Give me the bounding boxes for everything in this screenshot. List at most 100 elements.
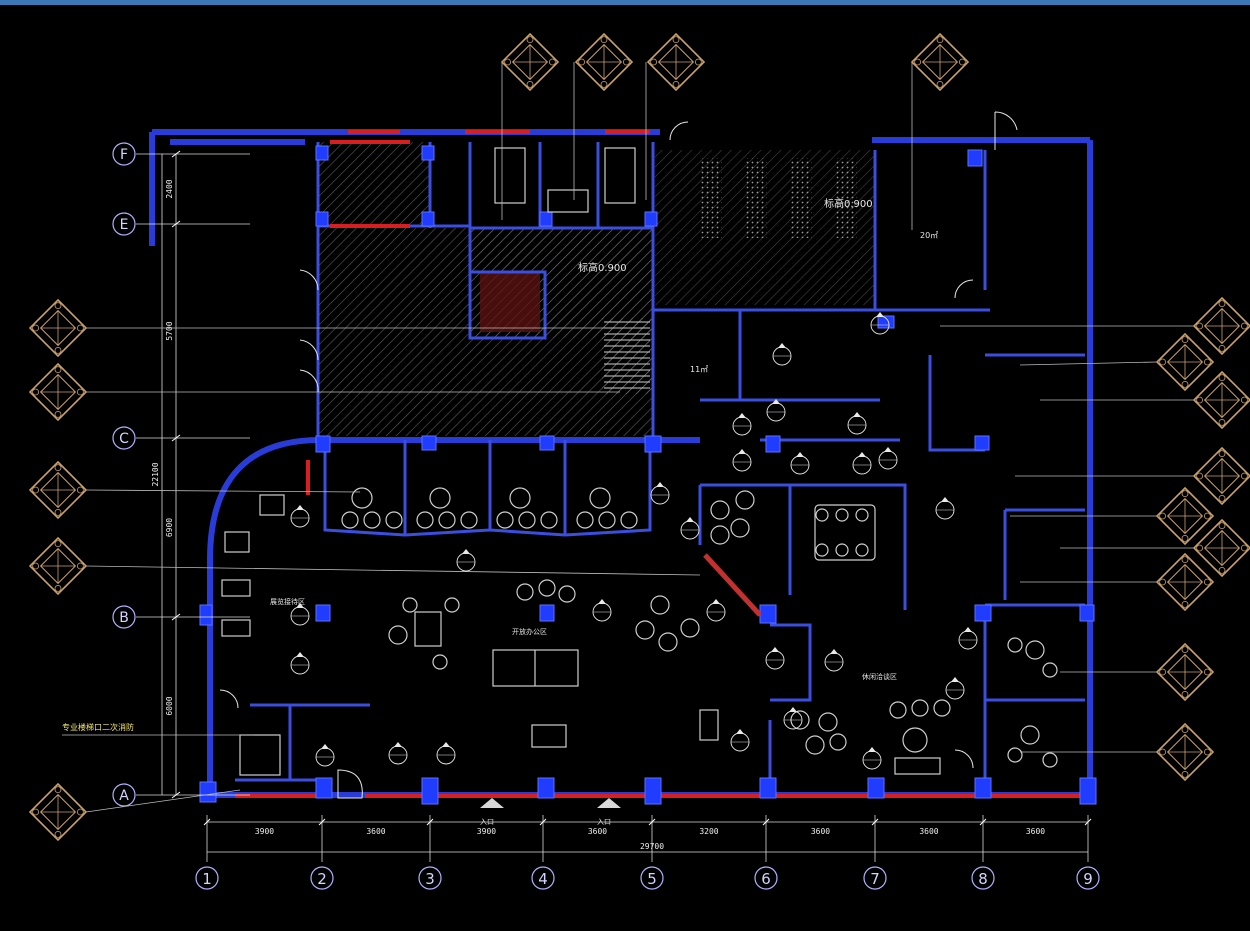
grid-bubble-col-9: 9 <box>1076 866 1100 890</box>
structural-columns <box>199 145 1097 805</box>
grid-bubble-row-F: F <box>112 142 136 166</box>
grid-label: A <box>119 788 129 804</box>
grid-label: 1 <box>202 870 212 888</box>
grid-label: 4 <box>538 870 548 888</box>
grid-bubble-col-6: 6 <box>754 866 778 890</box>
dimension-span: 6900 <box>165 518 174 537</box>
dimension-span: 5700 <box>165 321 174 340</box>
section-marker-icon <box>730 729 750 752</box>
room-area-label: 20㎡ <box>920 231 938 240</box>
interior-walls <box>235 142 1085 782</box>
grid-bubble-col-8: 8 <box>971 866 995 890</box>
section-marker-icon <box>824 649 844 672</box>
grid-bubble-row-C: C <box>112 426 136 450</box>
elevation-tag-icon <box>500 32 560 92</box>
section-marker-icon <box>766 399 786 422</box>
section-marker-icon <box>847 412 867 435</box>
grid-label: 7 <box>870 870 880 888</box>
section-marker-icon <box>790 452 810 475</box>
section-marker-icon <box>935 497 955 520</box>
elevation-tag-icon <box>1155 486 1215 546</box>
section-marker-icon <box>945 677 965 700</box>
windows <box>235 130 1085 798</box>
room-area-label-2: 11㎡ <box>690 365 708 374</box>
dimension-span: 3600 <box>588 827 607 836</box>
elevation-tag-icon <box>28 782 88 842</box>
office-area-label: 开放办公区 <box>512 627 547 636</box>
section-marker-icon <box>732 413 752 436</box>
section-marker-icon <box>765 647 785 670</box>
elevation-tag-icon <box>1192 518 1250 578</box>
section-marker-icon <box>732 449 752 472</box>
section-marker-icon <box>290 652 310 675</box>
dimension-span: 3900 <box>477 827 496 836</box>
section-marker-icon <box>958 627 978 650</box>
section-marker-icon <box>592 599 612 622</box>
elevation-tag-icon <box>1155 722 1215 782</box>
left-note: 专业楼梯口二次消防 <box>62 722 134 732</box>
hatched-zones <box>318 142 875 436</box>
grid-bubble-col-3: 3 <box>418 866 442 890</box>
lounge-label: 休闲洽谈区 <box>862 672 897 681</box>
section-marker-icon <box>878 447 898 470</box>
elevation-tag-icon <box>1192 296 1250 356</box>
section-marker-icon <box>862 747 882 770</box>
grid-bubble-col-1: 1 <box>195 866 219 890</box>
grid-bubble-row-A: A <box>112 783 136 807</box>
dimension-total: 22100 <box>151 462 160 486</box>
section-marker-icon <box>650 482 670 505</box>
grid-bubble-row-E: E <box>112 212 136 236</box>
elevation-tag-icon <box>1155 552 1215 612</box>
elevation-label-1: 标高0.900 <box>824 197 873 210</box>
reception-label: 展览接待区 <box>270 597 305 606</box>
grid-label: 3 <box>425 870 435 888</box>
doors <box>219 111 1018 799</box>
dimension-span: 3600 <box>1026 827 1045 836</box>
section-marker-icon <box>772 343 792 366</box>
grid-label: E <box>120 217 129 233</box>
section-marker-icon <box>706 599 726 622</box>
grid-label: B <box>119 610 129 626</box>
angled-partition <box>703 553 762 617</box>
elevation-tag-icon <box>910 32 970 92</box>
elevation-tag-icon <box>646 32 706 92</box>
dimension-span: 2400 <box>165 179 174 198</box>
elevation-tag-icon <box>28 536 88 596</box>
grid-label: F <box>120 147 128 163</box>
elevation-tag-icon <box>1192 370 1250 430</box>
grid-label: C <box>119 431 129 447</box>
grid-bubbles: 1 2 3 4 5 6 7 8 9 F E C B A <box>112 142 1100 890</box>
entrance-arrows <box>480 798 621 808</box>
grid-label: 5 <box>647 870 657 888</box>
section-marker-icon <box>456 549 476 572</box>
elevation-label-2: 标高0.900 <box>578 261 627 274</box>
section-marker-icon <box>680 517 700 540</box>
grid-label: 6 <box>761 870 771 888</box>
section-marker-icon <box>852 452 872 475</box>
elevation-tag-icon <box>1155 642 1215 702</box>
leader-lines <box>62 62 1194 813</box>
grid-label: 2 <box>317 870 327 888</box>
elevation-tag-icon <box>28 460 88 520</box>
section-markers <box>290 312 978 770</box>
dimension-span: 3200 <box>699 827 718 836</box>
elevation-tag-icon <box>28 298 88 358</box>
elevation-tag-icon <box>28 362 88 422</box>
dimension-span: 3600 <box>366 827 385 836</box>
elevation-tag-icon <box>1192 446 1250 506</box>
dimension-span: 3600 <box>919 827 938 836</box>
grid-bubble-col-2: 2 <box>310 866 334 890</box>
grid-label: 9 <box>1083 870 1093 888</box>
grid-lines <box>136 153 1089 862</box>
grid-bubble-row-B: B <box>112 605 136 629</box>
section-marker-icon <box>388 742 408 765</box>
section-marker-icon <box>315 744 335 767</box>
entrance-label-1: 入口 <box>480 818 494 826</box>
elevation-tags <box>28 32 1250 842</box>
grid-bubble-col-4: 4 <box>531 866 555 890</box>
entrance-label-2: 入口 <box>597 818 611 826</box>
dimension-span: 3900 <box>255 827 274 836</box>
